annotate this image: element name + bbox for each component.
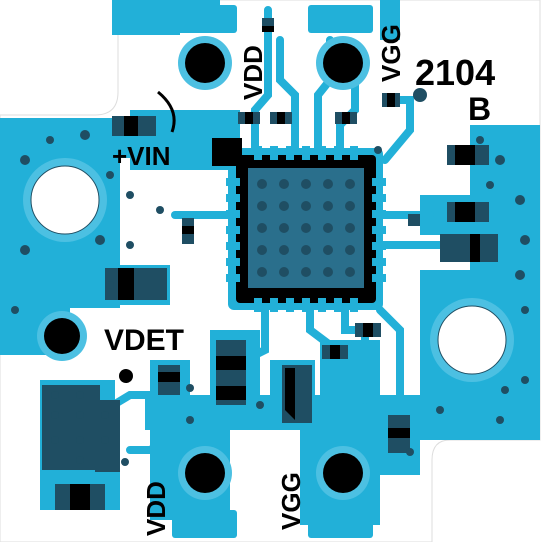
test-point-icon [119,369,133,383]
connector-holes [37,36,370,500]
via-icon [11,88,530,466]
edge-pads [172,5,373,538]
smd-components [42,18,498,510]
vgg-top-label: VGG [376,24,406,82]
vin-label: +VIN [112,141,171,171]
qfn-chip-icon [226,146,386,312]
vdet-label: VDET [104,324,184,357]
revision-label: B [468,91,491,127]
vdd-top-label: VDD [238,45,268,100]
silkscreen-arc [157,90,176,133]
vdd-bottom-label: VDD [141,481,171,536]
part-number-label: 2104 [415,52,495,93]
mounting-hole-icon [23,158,514,382]
vgg-bottom-label: VGG [276,472,306,530]
